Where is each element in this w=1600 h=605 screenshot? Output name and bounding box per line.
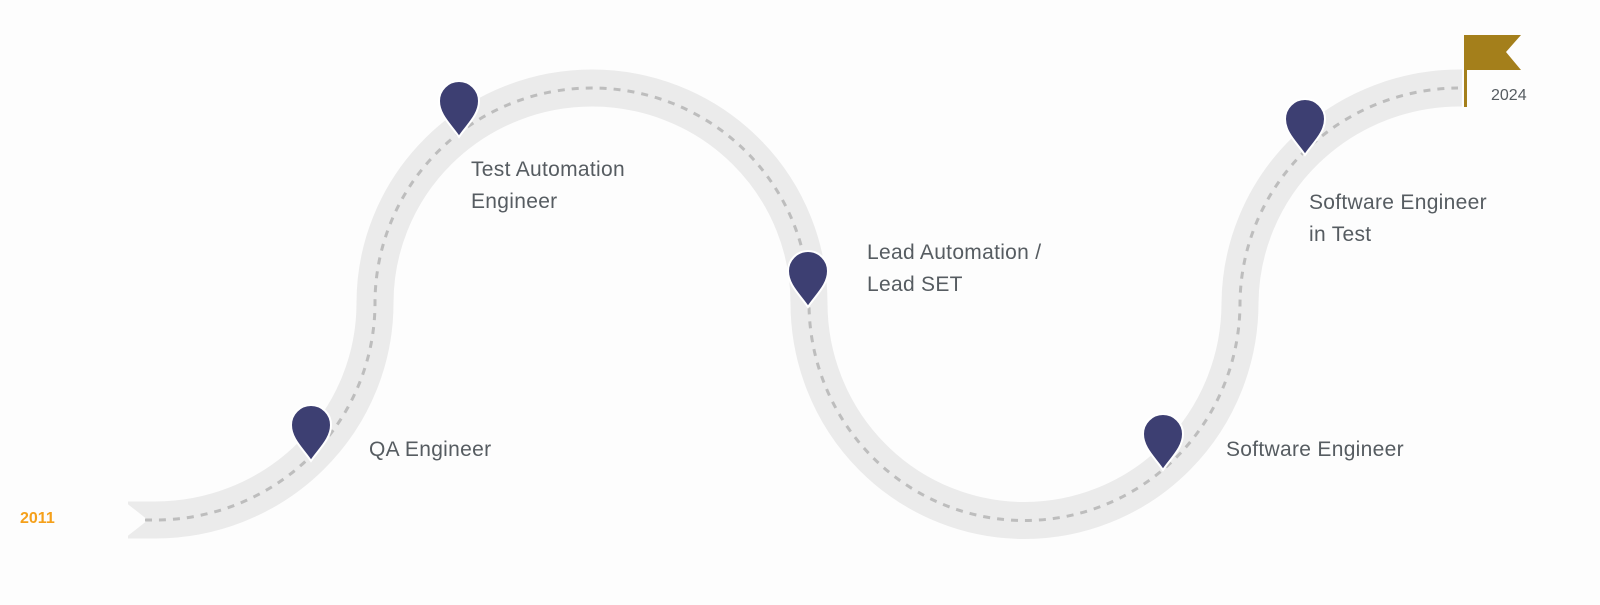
milestone-label: Software Engineer in Test — [1309, 187, 1487, 251]
milestone-title-line2: in Test — [1309, 223, 1372, 246]
road-start-notch — [120, 498, 148, 542]
milestone-title: QA Engineer — [369, 438, 492, 461]
map-pin-icon[interactable] — [786, 250, 830, 309]
milestone-label: Software Engineer — [1226, 434, 1404, 466]
road-center-dashes — [145, 86, 1459, 523]
milestone-label: QA Engineer — [369, 434, 491, 466]
start-year: 2011 — [20, 510, 55, 527]
finish-flag-icon — [1464, 35, 1521, 107]
end-year: 2024 — [1491, 87, 1527, 104]
milestone-title-line2: Engineer — [471, 190, 558, 213]
map-pin-icon[interactable] — [437, 80, 481, 139]
milestone-label: Lead Automation / Lead SET — [867, 237, 1041, 301]
map-pin-icon[interactable] — [289, 404, 333, 463]
map-pin-icon[interactable] — [1141, 413, 1185, 472]
milestone-title: Test Automation — [471, 158, 625, 181]
milestone-title: Software Engineer — [1309, 191, 1487, 214]
milestone-title: Software Engineer — [1226, 438, 1404, 461]
milestone-title-line2: Lead SET — [867, 273, 963, 296]
map-pin-icon[interactable] — [1283, 98, 1327, 157]
milestone-label: Test Automation Engineer — [471, 154, 625, 218]
milestone-title: Lead Automation / — [867, 241, 1042, 264]
